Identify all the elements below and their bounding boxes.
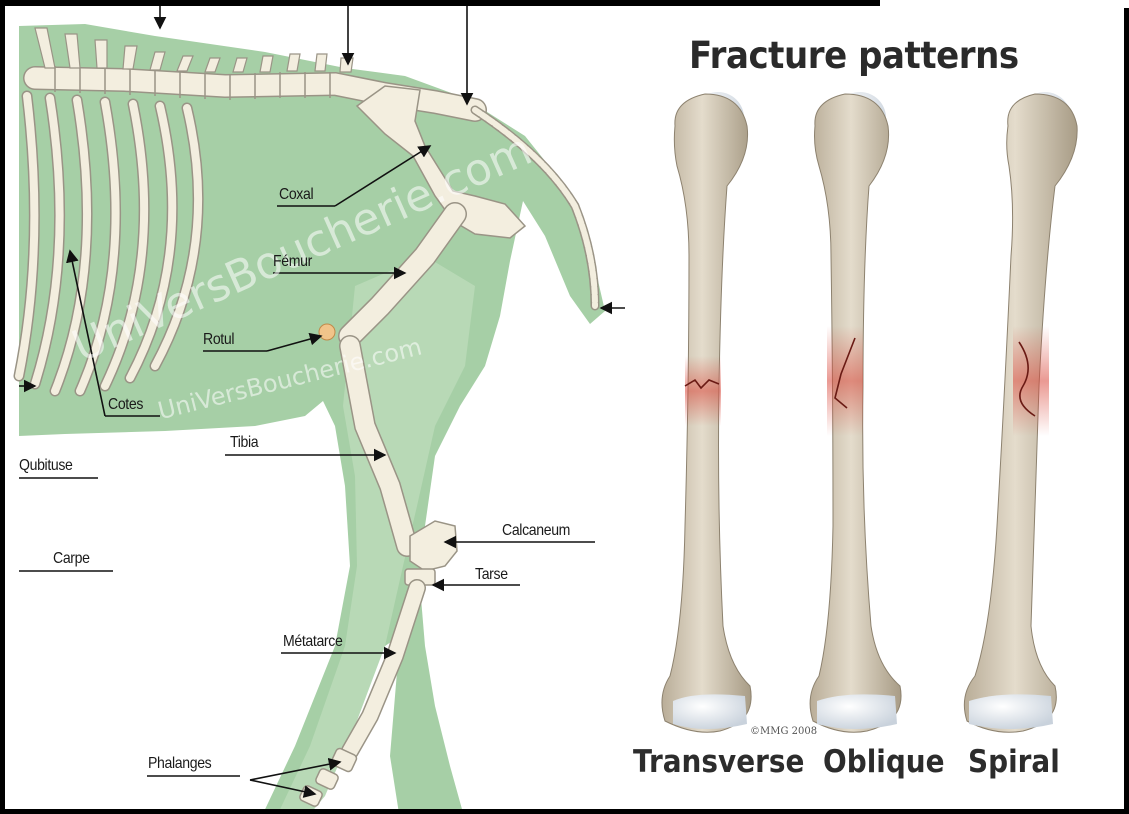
- label-tarse: Tarse: [475, 566, 508, 584]
- label-phalanges: Phalanges: [148, 755, 211, 773]
- skeleton-diagram: [5, 6, 645, 814]
- label-carpe: Carpe: [53, 550, 90, 568]
- caption-transverse: Transverse: [633, 744, 804, 780]
- label-qubituse: Qubituse: [19, 457, 73, 475]
- bone-oblique: [810, 92, 901, 732]
- label-tibia: Tibia: [230, 434, 258, 452]
- patella: [319, 324, 335, 340]
- label-metatarce: Métatarce: [283, 633, 342, 651]
- fracture-title: Fracture patterns: [689, 34, 1019, 77]
- bone-transverse: [662, 92, 751, 732]
- frame-top-gap: [880, 0, 1129, 8]
- caption-oblique: Oblique: [823, 744, 945, 780]
- label-coxal: Coxal: [279, 186, 313, 204]
- label-calcaneum: Calcaneum: [502, 522, 570, 540]
- label-femur: Fémur: [273, 253, 312, 271]
- label-cotes: Cotes: [108, 396, 143, 414]
- caption-spiral: Spiral: [968, 744, 1060, 780]
- bone-spiral: [964, 92, 1077, 732]
- copyright-notice: ©MMG 2008: [750, 726, 817, 737]
- label-rotul: Rotul: [203, 331, 234, 349]
